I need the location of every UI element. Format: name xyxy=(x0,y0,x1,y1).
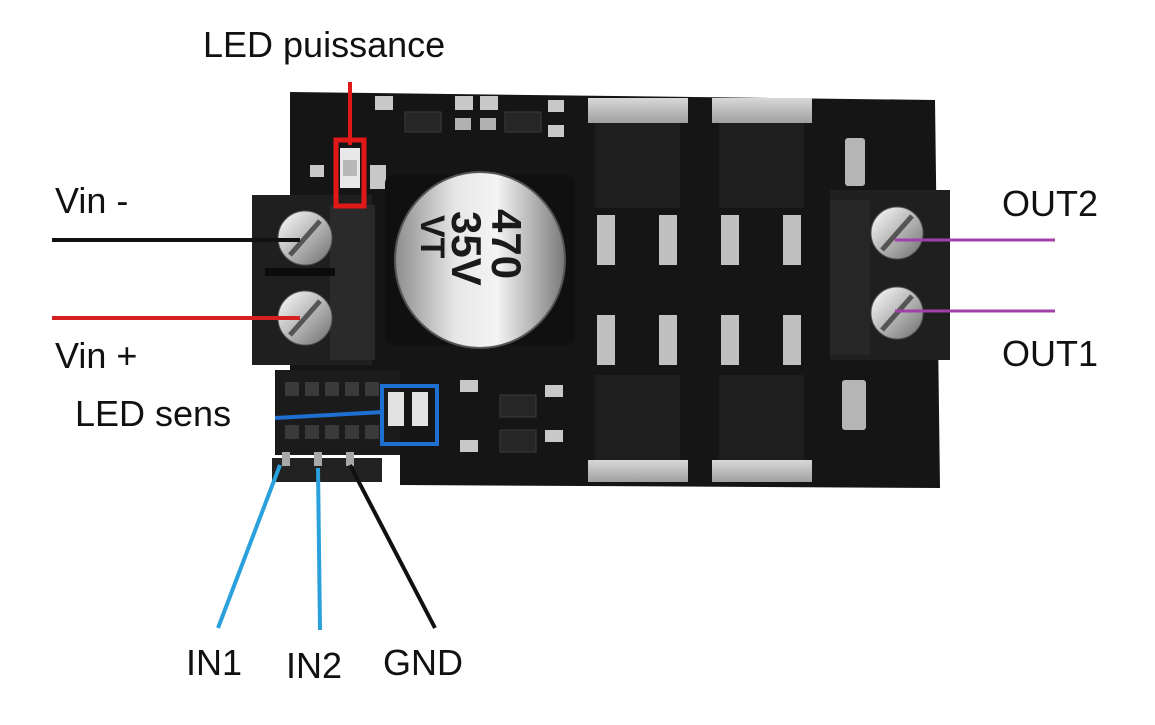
power-led xyxy=(340,148,360,188)
out2-screw-slot xyxy=(880,214,914,252)
direction-leds xyxy=(388,392,428,426)
led-direction-label: LED sens xyxy=(75,393,232,434)
in1-label: IN1 xyxy=(186,642,243,683)
mosfet-bottom-left xyxy=(588,315,688,482)
vin-plus-screw-slot xyxy=(288,299,322,337)
capacitor-brand-text: VT xyxy=(413,215,451,259)
capacitor-value-text: 470 xyxy=(483,209,530,280)
gnd-wire xyxy=(348,464,437,629)
capacitor-marking: 470 35V VT xyxy=(413,193,535,333)
input-header xyxy=(272,452,382,482)
in2-label: IN2 xyxy=(286,645,343,686)
out1-label: OUT1 xyxy=(1002,333,1099,374)
mosfet-top-right xyxy=(712,98,812,265)
electrolytic-capacitor xyxy=(385,171,575,349)
capacitor-voltage-text: 35V xyxy=(443,211,490,286)
gnd-label: GND xyxy=(383,642,463,683)
pad-grid xyxy=(285,382,379,439)
smd-components-top xyxy=(310,96,865,189)
direction-led-pointer-line xyxy=(274,410,385,420)
in1-wire xyxy=(216,464,282,629)
mosfet-top-left xyxy=(588,98,688,265)
out2-label: OUT2 xyxy=(1002,183,1099,224)
out1-screw-slot xyxy=(880,294,914,332)
power-led-highlight-box xyxy=(333,137,367,209)
vin-minus-screw-slot xyxy=(288,219,322,257)
direction-led-highlight-box xyxy=(380,384,439,446)
vin-minus-label: Vin - xyxy=(55,180,129,221)
smd-components-bottom xyxy=(460,380,866,453)
in2-wire xyxy=(316,467,322,631)
vin-plus-label: Vin + xyxy=(55,335,138,376)
led-power-label: LED puissance xyxy=(203,24,446,65)
mosfet-bottom-right xyxy=(712,315,812,482)
